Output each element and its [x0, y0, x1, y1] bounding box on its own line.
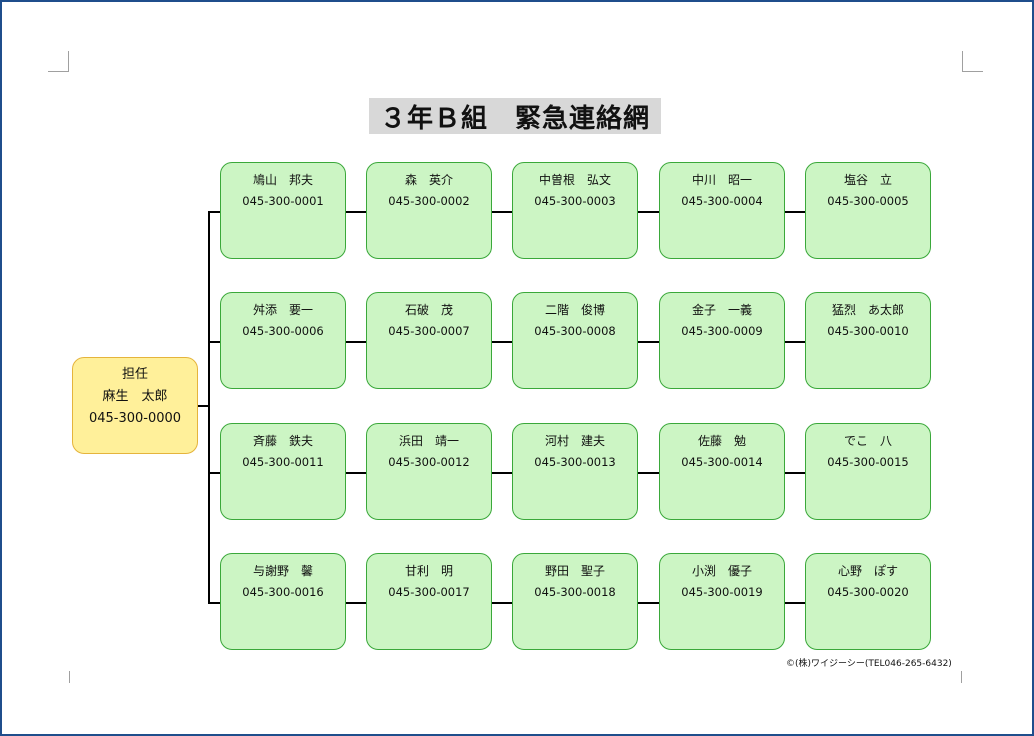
row-branch	[208, 602, 220, 604]
row-branch	[208, 341, 220, 343]
member-name: 心野 ぽす	[837, 564, 898, 578]
member-card: 斉藤 鉄夫 045-300-0011	[220, 423, 346, 520]
vertical-trunk	[208, 211, 210, 604]
member-card: 二階 俊博 045-300-0008	[512, 292, 638, 389]
chain-connector	[346, 472, 366, 474]
member-tel: 045-300-0020	[827, 585, 909, 599]
member-card: 森 英介 045-300-0002	[366, 162, 492, 259]
member-card: 塩谷 立 045-300-0005	[805, 162, 931, 259]
member-card: 与謝野 馨 045-300-0016	[220, 553, 346, 650]
chain-connector	[492, 341, 512, 343]
member-card: でこ 八 045-300-0015	[805, 423, 931, 520]
member-name: 鳩山 邦夫	[252, 173, 313, 187]
chain-connector	[492, 472, 512, 474]
member-name: 中曽根 弘文	[538, 173, 611, 187]
member-card: 金子 一義 045-300-0009	[659, 292, 785, 389]
member-card: 佐藤 勉 045-300-0014	[659, 423, 785, 520]
member-tel: 045-300-0015	[827, 455, 909, 469]
member-name: 猛烈 あ太郎	[831, 303, 904, 317]
member-tel: 045-300-0005	[827, 194, 909, 208]
member-tel: 045-300-0012	[388, 455, 470, 469]
crop-mark-top-right	[962, 51, 983, 72]
member-tel: 045-300-0013	[534, 455, 616, 469]
teacher-role: 担任	[121, 367, 148, 382]
chain-connector	[346, 211, 366, 213]
member-card: 河村 建夫 045-300-0013	[512, 423, 638, 520]
row-branch	[208, 211, 220, 213]
member-name: 小渕 優子	[691, 564, 752, 578]
chain-connector	[346, 341, 366, 343]
member-name: 二階 俊博	[544, 303, 605, 317]
member-tel: 045-300-0011	[242, 455, 324, 469]
member-tel: 045-300-0006	[242, 324, 324, 338]
member-card: 石破 茂 045-300-0007	[366, 292, 492, 389]
crop-mark-bottom-left	[69, 671, 70, 683]
member-tel: 045-300-0016	[242, 585, 324, 599]
member-name: 甘利 明	[404, 564, 453, 578]
teacher-card: 担任 麻生 太郎 045-300-0000	[72, 357, 198, 454]
member-card: 野田 聖子 045-300-0018	[512, 553, 638, 650]
member-name: 石破 茂	[404, 303, 453, 317]
chain-connector	[638, 602, 659, 604]
member-tel: 045-300-0007	[388, 324, 470, 338]
member-name: でこ 八	[843, 434, 892, 448]
member-name: 佐藤 勉	[697, 434, 746, 448]
member-tel: 045-300-0004	[681, 194, 763, 208]
chain-connector	[638, 211, 659, 213]
member-card: 小渕 優子 045-300-0019	[659, 553, 785, 650]
member-name: 中川 昭一	[691, 173, 752, 187]
chain-connector	[638, 341, 659, 343]
member-card: 甘利 明 045-300-0017	[366, 553, 492, 650]
member-card: 心野 ぽす 045-300-0020	[805, 553, 931, 650]
member-tel: 045-300-0001	[242, 194, 324, 208]
member-tel: 045-300-0003	[534, 194, 616, 208]
member-tel: 045-300-0010	[827, 324, 909, 338]
chain-connector	[492, 602, 512, 604]
member-name: 森 英介	[404, 173, 453, 187]
member-name: 浜田 靖一	[398, 434, 459, 448]
crop-mark-top-left	[48, 51, 69, 72]
teacher-tel: 045-300-0000	[88, 411, 182, 426]
chain-connector	[785, 472, 805, 474]
member-card: 中曽根 弘文 045-300-0003	[512, 162, 638, 259]
member-tel: 045-300-0019	[681, 585, 763, 599]
chain-connector	[785, 341, 805, 343]
chain-connector	[785, 211, 805, 213]
member-tel: 045-300-0018	[534, 585, 616, 599]
member-name: 野田 聖子	[544, 564, 605, 578]
member-name: 与謝野 馨	[252, 564, 313, 578]
member-name: 舛添 要一	[252, 303, 313, 317]
member-card: 中川 昭一 045-300-0004	[659, 162, 785, 259]
member-name: 河村 建夫	[544, 434, 605, 448]
member-card: 猛烈 あ太郎 045-300-0010	[805, 292, 931, 389]
chain-connector	[785, 602, 805, 604]
teacher-connector	[198, 405, 210, 407]
crop-mark-bottom-right	[961, 671, 962, 683]
chain-connector	[492, 211, 512, 213]
member-tel: 045-300-0008	[534, 324, 616, 338]
member-name: 金子 一義	[691, 303, 752, 317]
member-card: 舛添 要一 045-300-0006	[220, 292, 346, 389]
chain-connector	[638, 472, 659, 474]
page-title: ３年Ｂ組 緊急連絡網	[369, 98, 661, 134]
member-tel: 045-300-0009	[681, 324, 763, 338]
member-name: 塩谷 立	[843, 173, 892, 187]
copyright-note: ©(株)ワイジーシー(TEL046-265-6432)	[786, 659, 952, 669]
row-branch	[208, 472, 220, 474]
member-tel: 045-300-0014	[681, 455, 763, 469]
member-tel: 045-300-0002	[388, 194, 470, 208]
member-name: 斉藤 鉄夫	[252, 434, 313, 448]
member-card: 鳩山 邦夫 045-300-0001	[220, 162, 346, 259]
member-card: 浜田 靖一 045-300-0012	[366, 423, 492, 520]
teacher-name: 麻生 太郎	[102, 389, 168, 404]
member-tel: 045-300-0017	[388, 585, 470, 599]
chain-connector	[346, 602, 366, 604]
